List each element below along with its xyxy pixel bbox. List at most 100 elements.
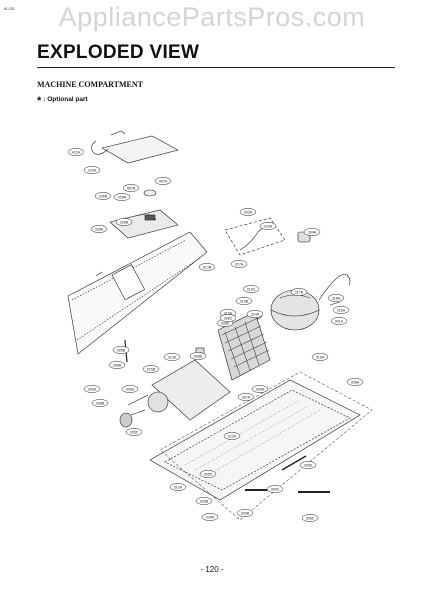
callout-305e: 305E	[299, 461, 317, 469]
callout-layer: 411A 320A 407B 407A 326A 326B 328B 328A 313B 302A…	[67, 148, 364, 522]
callout-306c: 306C	[301, 514, 319, 522]
control-box	[109, 209, 179, 239]
callout-323a: 323A	[259, 222, 277, 230]
callout-label: 305C	[130, 430, 139, 434]
callout-307a: 307A	[237, 393, 255, 401]
callout-309a: 309A	[251, 385, 269, 393]
callout-label: 301A	[335, 319, 344, 323]
condenser	[217, 311, 271, 381]
callout-407b: 407B	[122, 184, 140, 192]
page-title: EXPLODED VIEW	[37, 42, 200, 63]
callout-305b: 305B	[112, 346, 130, 354]
callout-label: 319B	[240, 299, 249, 303]
fan-motor	[147, 391, 169, 413]
callout-label: 318A	[332, 296, 341, 300]
callout-label: 411A	[72, 150, 81, 154]
callout-label: 310A	[174, 485, 183, 489]
callout-label: 306C	[306, 516, 315, 520]
title-rule	[37, 67, 395, 68]
callout-label: 308C	[224, 316, 233, 320]
callout-label: 320A	[88, 168, 97, 172]
callout-317a: 317A	[230, 260, 248, 268]
callout-319b: 319B	[235, 297, 253, 305]
callout-label: 309C	[271, 487, 280, 491]
callout-319c: 319C	[242, 285, 260, 293]
callout-label: 319C	[247, 287, 256, 291]
callout-313a: 313A	[163, 353, 181, 361]
callout-320a: 320A	[83, 166, 101, 174]
callout-305c: 305C	[125, 428, 143, 436]
callout-label: 313B	[203, 265, 212, 269]
callout-label: 326A	[118, 195, 127, 199]
callout-324a: 324A	[201, 513, 219, 521]
callout-label: 328A	[95, 227, 104, 231]
callout-label: 315A	[224, 311, 233, 315]
callout-304a: 304A	[303, 228, 321, 236]
fan-blade	[119, 412, 133, 428]
section-title: MACHINE COMPARTMENT	[37, 80, 144, 89]
callout-label: 407A	[159, 179, 168, 183]
callout-label: 308D	[221, 321, 230, 325]
callout-306b: 306B	[108, 361, 126, 369]
callout-306a: 306A	[346, 378, 364, 386]
power-cord	[91, 140, 109, 155]
callout-label: 317A	[235, 262, 244, 266]
callout-label: 326B	[99, 194, 108, 198]
callout-317b: 317B	[290, 288, 308, 296]
callout-label: 305E	[304, 463, 313, 467]
callout-label: 303A	[88, 387, 97, 391]
callout-309b: 309B	[236, 509, 254, 517]
callout-305a: 305A	[121, 385, 139, 393]
callout-305d: 305D	[199, 470, 217, 478]
callout-303a: 303A	[83, 385, 101, 393]
page-number: - 120 -	[200, 565, 224, 574]
fan-bracket	[151, 359, 231, 421]
plug-part	[143, 189, 157, 197]
optional-note: *: Optional part	[37, 95, 88, 107]
callout-label: 305A	[126, 387, 135, 391]
callout-label: 309A	[256, 387, 265, 391]
callout-label: 303B	[200, 499, 209, 503]
callout-label: 407B	[127, 186, 136, 190]
callout-308a: 308A	[189, 352, 207, 360]
callout-label: 313A	[168, 355, 177, 359]
callout-407a: 407A	[154, 177, 172, 185]
callout-326b: 326B	[94, 192, 112, 200]
callout-309c: 309C	[266, 485, 284, 493]
callout-label: 323A	[264, 224, 273, 228]
callout-label: 304A	[308, 230, 317, 234]
callout-411a: 411A	[67, 148, 85, 156]
callout-label: 314A	[251, 312, 260, 316]
callout-310a: 310A	[169, 483, 187, 491]
callout-label: 322A	[228, 434, 237, 438]
callout-label: 319A	[316, 355, 325, 359]
base-plate	[149, 379, 361, 501]
callout-326a: 326A	[113, 193, 131, 201]
callout-318a: 318A	[327, 294, 345, 302]
corner-code: 6L/2E	[4, 6, 15, 11]
callout-328a: 328A	[90, 225, 108, 233]
callout-label: 324A	[206, 515, 215, 519]
optional-note-text: : Optional part	[43, 96, 88, 103]
harness-group	[224, 217, 286, 256]
callout-322a: 322A	[223, 432, 241, 440]
optional-marker: *	[37, 95, 42, 107]
callout-315b: 315B	[142, 365, 160, 373]
watermark: AppliancePartsPros.com	[58, 2, 366, 32]
callout-label: 302A	[244, 210, 253, 214]
callout-302a: 302A	[239, 208, 257, 216]
callout-label: 308A	[194, 354, 203, 358]
callout-label: 315B	[147, 367, 156, 371]
callout-label: 309B	[241, 511, 250, 515]
callout-301a: 301A	[330, 317, 348, 325]
callout-313b: 313B	[198, 263, 216, 271]
callout-308c: 308C	[219, 314, 237, 322]
callout-label: 316A	[337, 308, 346, 312]
callout-label: 305D	[204, 472, 213, 476]
callout-314a: 314A	[246, 310, 264, 318]
callout-label: 317B	[295, 290, 304, 294]
box-cover	[101, 135, 179, 164]
callout-label: 307A	[242, 395, 251, 399]
callout-label: 328B	[120, 220, 129, 224]
